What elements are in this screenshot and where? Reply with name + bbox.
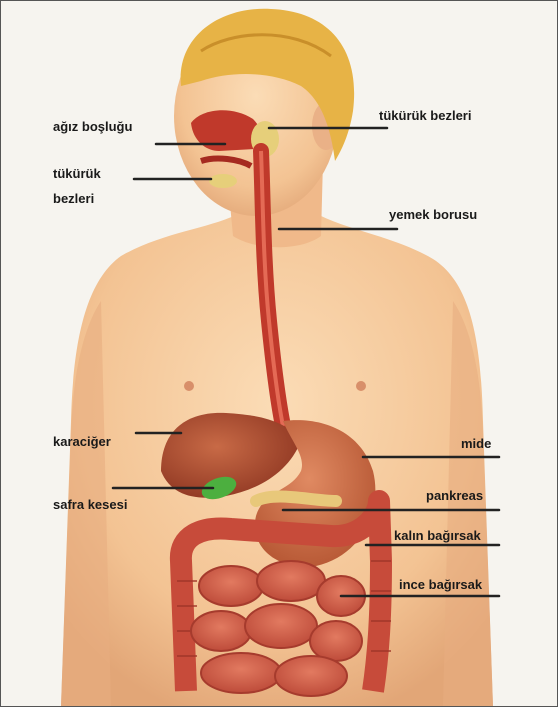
label-small-intestine: ince bağırsak <box>399 576 482 593</box>
label-salivary-glands-left-1: tükürük <box>53 165 101 182</box>
label-pancreas: pankreas <box>426 487 483 504</box>
small-intestine-shape <box>191 561 365 696</box>
label-salivary-glands-right: tükürük bezleri <box>379 107 471 124</box>
label-mouth: ağız boşluğu <box>53 118 132 135</box>
pancreas-shape <box>256 497 336 501</box>
label-stomach: mide <box>461 435 491 452</box>
label-large-intestine: kalın bağırsak <box>394 527 481 544</box>
label-liver: karaciğer <box>53 433 111 450</box>
salivary-gland-lower <box>209 174 237 188</box>
label-salivary-glands-left-2: bezleri <box>53 190 94 207</box>
label-gallbladder: safra kesesi <box>53 496 127 513</box>
label-esophagus: yemek borusu <box>389 206 477 223</box>
